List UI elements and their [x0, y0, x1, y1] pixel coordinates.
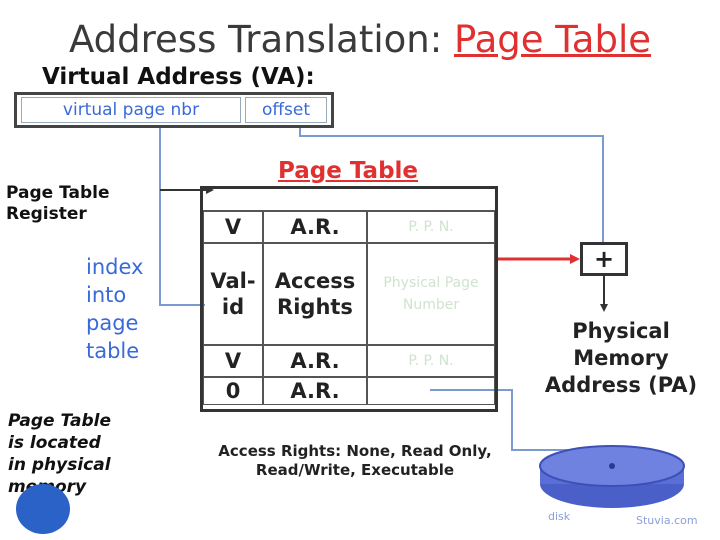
table-cell-valid: V [203, 345, 263, 377]
table-cell-ppn: Physical Page Number [367, 243, 495, 345]
adder-box: + [580, 242, 628, 276]
table-cell-ppn: P. P. N. [367, 211, 495, 243]
table-cell-access-rights: A.R. [263, 377, 367, 405]
table-cell-access-rights: A.R. [263, 211, 367, 243]
page-table: V A.R. P. P. N. Val-id Access Rights Phy… [200, 186, 498, 412]
page-table-register-label: Page Table Register [6, 183, 110, 224]
table-cell-ppn [367, 377, 495, 405]
table-cell-ppn: P. P. N. [367, 345, 495, 377]
page-table-located-note: Page Table is located in physical memory [8, 411, 112, 497]
table-cell-valid: V [203, 211, 263, 243]
page-table-heading: Page Table [278, 158, 419, 184]
index-into-page-table-label: index into page table [86, 255, 144, 363]
virtual-page-number-field: virtual page nbr [21, 97, 241, 123]
title-highlight: Page Table [453, 18, 651, 61]
table-cell-valid: Val-id [203, 243, 263, 345]
physical-memory-address-label: Physical Memory Address (PA) [544, 319, 698, 397]
offset-connector [299, 128, 604, 242]
index-connector [159, 128, 205, 306]
disk-label: disk [548, 510, 571, 523]
logo-icon [16, 484, 70, 534]
slide-title: Address Translation: Page Table [69, 18, 651, 61]
virtual-address-label: Virtual Address (VA): [42, 64, 315, 90]
disk-icon [539, 445, 685, 508]
site-watermark: Stuvia.com [636, 514, 698, 527]
table-cell-valid: 0 [203, 377, 263, 405]
virtual-address-box: virtual page nbr offset [14, 92, 334, 128]
offset-field: offset [245, 97, 327, 123]
table-top-row [203, 189, 495, 211]
table-cell-access-rights: A.R. [263, 345, 367, 377]
access-rights-note: Access Rights: None, Read Only, Read/Wri… [218, 442, 492, 479]
table-cell-access-rights: Access Rights [263, 243, 367, 345]
